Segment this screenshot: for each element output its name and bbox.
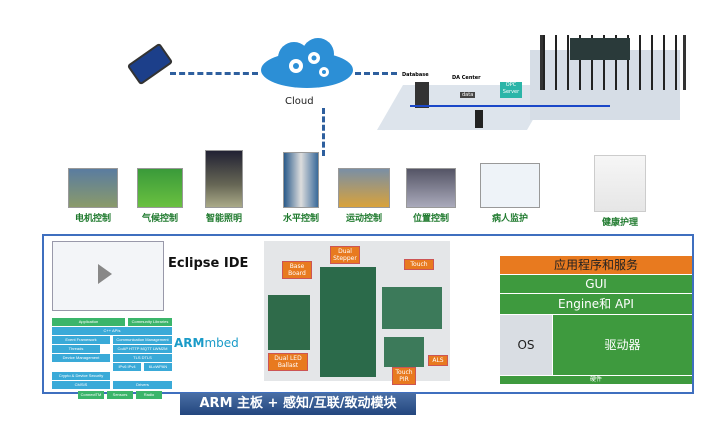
- connector-line: [170, 72, 258, 75]
- mbed-block: CMSIS: [52, 381, 110, 389]
- stack-gui: GUI: [500, 275, 692, 293]
- touch-pir-label: Touch PIR: [392, 367, 416, 385]
- footer-title: ARM 主板 + 感知/互联/致动模块: [180, 393, 416, 415]
- phone-icon: [126, 42, 174, 86]
- touch-label: Touch: [404, 259, 434, 270]
- app-health-care: 健康护理: [588, 155, 652, 228]
- app-label: 电机控制: [74, 214, 111, 224]
- app-climate-control: 气候控制: [133, 168, 187, 224]
- dual-stepper-label: Dual Stepper: [330, 246, 360, 264]
- mbed-block: ConnectTM: [78, 391, 104, 399]
- connector-line: [355, 72, 397, 75]
- arm-mbed-logo: ARMmbed: [174, 336, 239, 350]
- database-label: Database: [402, 72, 429, 78]
- mbed-block: Device Management: [52, 354, 110, 362]
- server-label: Server: [502, 89, 520, 95]
- platform-panel: Eclipse IDE Application Community Librar…: [42, 234, 694, 399]
- mbed-text: mbed: [204, 336, 239, 350]
- hardware-photo: Base Board Dual Stepper Touch Dual LED B…: [264, 241, 450, 385]
- base-board-label: Base Board: [282, 261, 312, 279]
- eclipse-screenshot: [52, 241, 164, 311]
- mbed-block: C++ APIs: [52, 327, 172, 335]
- mbed-block: Application: [52, 318, 125, 326]
- software-stack: 应用程序和服务 GUI Engine和 API OS 驱动器 硬件: [500, 256, 692, 384]
- mbed-block: Communication Management: [113, 336, 172, 344]
- mbed-block: TLS DTLS: [113, 354, 172, 362]
- mbed-block: Radio: [136, 391, 162, 399]
- mbed-block: Crypto & Device Security: [52, 372, 110, 380]
- app-patient-monitoring: 病人监护: [478, 163, 542, 224]
- stack-drivers: 驱动器: [553, 315, 692, 375]
- mbed-block: 6LoWPAN: [144, 363, 172, 371]
- app-motor-control: 电机控制: [66, 168, 120, 224]
- data-label: data: [460, 92, 476, 98]
- app-label: 水平控制: [282, 214, 319, 224]
- app-label: 智能照明: [205, 214, 242, 224]
- stack-hardware: 硬件: [500, 376, 692, 384]
- app-position-control: 位置控制: [404, 168, 458, 224]
- app-level-control: 水平控制: [274, 152, 328, 224]
- stack-os: OS: [500, 315, 552, 375]
- mbed-block: Drivers: [113, 381, 172, 389]
- stack-engine-api: Engine和 API: [500, 294, 692, 314]
- cloud-label: Cloud: [285, 96, 314, 107]
- stack-apps-services: 应用程序和服务: [500, 256, 692, 274]
- mbed-block: Sensors: [107, 391, 133, 399]
- arm-text: ARM: [174, 336, 205, 350]
- app-label: 病人监护: [491, 214, 528, 224]
- mbed-block: IPv6 IPv4: [113, 363, 141, 371]
- opc-label: OPC: [505, 82, 517, 88]
- mbed-block: Threads: [52, 345, 100, 353]
- connector-line: [322, 108, 325, 156]
- app-label: 健康护理: [601, 218, 638, 228]
- app-label: 位置控制: [412, 214, 449, 224]
- cloud-icon: [258, 38, 356, 90]
- mbed-block: Event Framework: [52, 336, 110, 344]
- mbed-stack: Application Community Libraries C++ APIs…: [52, 318, 172, 399]
- app-label: 运动控制: [345, 214, 382, 224]
- da-center-label: DA Center: [452, 75, 481, 81]
- app-label: 气候控制: [141, 214, 178, 224]
- app-smart-lighting: 智能照明: [197, 150, 251, 224]
- als-label: ALS: [428, 355, 448, 366]
- mbed-block: CoAP HTTP MQTT LWM2M: [113, 345, 172, 353]
- app-motion-control: 运动控制: [337, 168, 391, 224]
- dual-led-ballast-label: Dual LED Ballast: [268, 353, 308, 371]
- mbed-block: Community Libraries: [128, 318, 172, 326]
- eclipse-ide-label: Eclipse IDE: [168, 256, 249, 271]
